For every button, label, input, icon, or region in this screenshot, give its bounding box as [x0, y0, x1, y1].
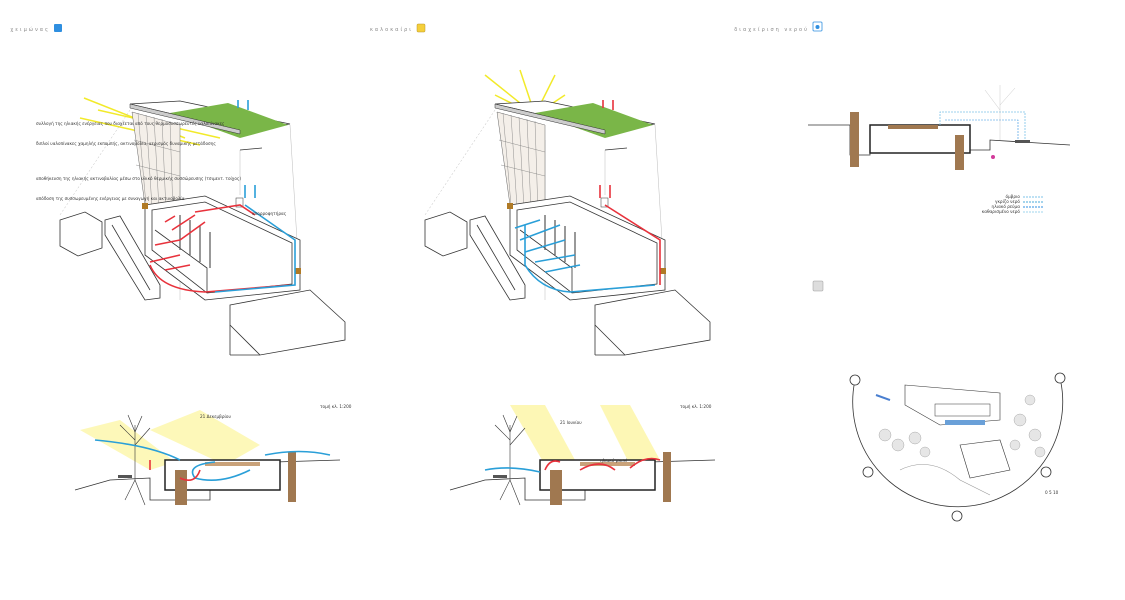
water-legend: όμβριο γκρίζο νερό ηλιακό ρεύμα καθαρισμ… [982, 194, 1043, 214]
solar-panel-label: ηλιακό panel [600, 458, 627, 463]
panel-summer: καλοκαίρι τομή κλ. 1:200 21 Ιουνίου ηλια… [370, 23, 716, 506]
winter-notes: συλλογή της ηλιακής ενέργειας που διαχέε… [36, 121, 241, 201]
sun-icon [416, 23, 426, 33]
site-plan: 0 5 10 [849, 372, 1066, 522]
axonometric-view [59, 100, 346, 356]
panel-title: διαχείριση νερού [734, 26, 809, 33]
svg-text:συλλογή της ηλιακής ενέργειας: συλλογή της ηλιακής ενέργειας που διαχέε… [36, 121, 225, 126]
winter-flow-arrows [149, 100, 296, 293]
summer-flow-arrows [514, 100, 661, 293]
panel-title: καλοκαίρι [370, 26, 413, 33]
svg-text:όμβριο: όμβριο [1005, 194, 1020, 199]
svg-text:αποθήκευση της ηλιακής ακτινοβ: αποθήκευση της ηλιακής ακτινοβολίας μέσω… [36, 176, 241, 181]
svg-text:καθαρισμένο νερό: καθαρισμένο νερό [982, 209, 1021, 214]
svg-text:ηλιακό ρεύμα: ηλιακό ρεύμα [992, 204, 1021, 209]
svg-text:απόδοση της συσσωρευμένης ενέρ: απόδοση της συσσωρευμένης ενέργειας με σ… [36, 196, 185, 201]
panel-water: διαχείριση νερού όμβριο γκρίζο νερό ηλια… [734, 21, 1071, 522]
site-plan-icon [812, 280, 824, 292]
section-scale: τομή κλ. 1:200 [680, 404, 712, 409]
panel-winter: χειμώνας συλλογή της ηλιακής ενέργειας π… [10, 24, 352, 506]
section-date: 21 Ιουνίου [560, 420, 582, 425]
axo-label: απορροφητήρας [252, 211, 287, 216]
svg-text:διπλοί υαλοπίνακες χαμηλής εκπ: διπλοί υαλοπίνακες χαμηλής εκπομπής, ακτ… [36, 141, 216, 146]
snowflake-icon [54, 24, 62, 32]
panel-title: χειμώνας [10, 26, 50, 33]
water-section [808, 85, 1071, 170]
site-scale: 0 5 10 [1045, 490, 1059, 495]
section-date: 21 Δεκεμβρίου [200, 414, 231, 419]
section-scale: τομή κλ. 1:200 [320, 404, 352, 409]
svg-text:γκρίζο νερό: γκρίζο νερό [995, 199, 1020, 204]
axonometric-view [424, 100, 711, 356]
section-summer [449, 414, 716, 506]
